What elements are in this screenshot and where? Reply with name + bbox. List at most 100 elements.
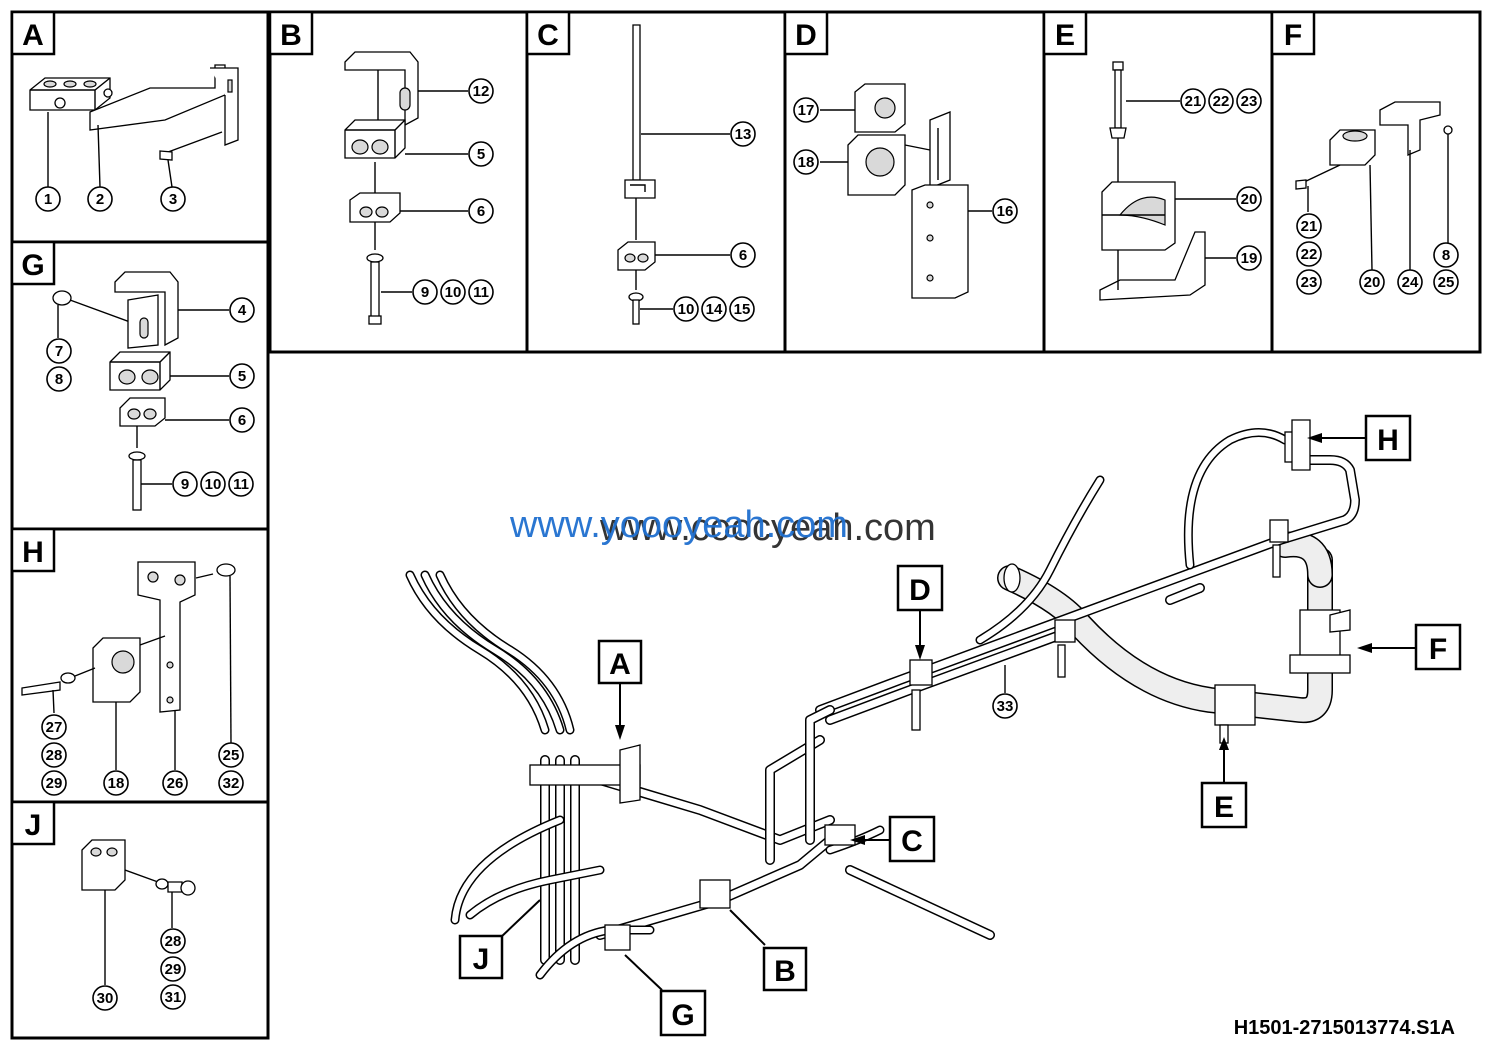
svg-text:H: H [22, 536, 44, 569]
panel-g-drawing [52, 271, 229, 511]
svg-text:A: A [609, 648, 631, 681]
svg-text:9: 9 [181, 476, 189, 493]
svg-text:24: 24 [1402, 274, 1419, 291]
svg-text:17: 17 [798, 102, 815, 119]
svg-text:B: B [774, 955, 796, 988]
panel-d-callouts: 17 18 16 [793, 97, 1018, 224]
panel-g-callouts: 7 8 4 5 6 9 10 11 [46, 297, 255, 497]
svg-text:22: 22 [1213, 93, 1230, 110]
svg-text:6: 6 [477, 203, 485, 220]
svg-text:7: 7 [55, 343, 63, 360]
svg-text:20: 20 [1241, 191, 1258, 208]
svg-text:G: G [671, 999, 694, 1032]
svg-text:29: 29 [46, 775, 63, 792]
callout-33: 33 [992, 665, 1018, 719]
svg-text:D: D [909, 574, 931, 607]
svg-text:25: 25 [1438, 274, 1455, 291]
panel-g-label: G [10, 240, 56, 286]
panel-h-drawing [21, 561, 236, 770]
panel-f-callouts: 21 22 23 20 24 8 25 [1296, 213, 1459, 295]
panel-j-label: J [10, 800, 56, 846]
svg-text:10: 10 [678, 301, 695, 318]
svg-text:6: 6 [739, 247, 747, 264]
tag-d: D [896, 564, 944, 660]
panel-b-drawing [344, 51, 468, 325]
svg-text:3: 3 [169, 191, 177, 208]
svg-text:29: 29 [165, 961, 182, 978]
panel-a-callouts: 1 2 3 [35, 186, 186, 212]
svg-text:26: 26 [167, 775, 184, 792]
panel-f-drawing [1295, 101, 1453, 271]
tag-b: B [729, 909, 808, 992]
svg-text:9: 9 [421, 284, 429, 301]
panel-c-label: C [525, 10, 571, 56]
svg-text:28: 28 [46, 747, 63, 764]
svg-text:5: 5 [238, 368, 246, 385]
svg-text:11: 11 [473, 284, 489, 301]
panel-c-drawing [617, 24, 730, 325]
svg-text:30: 30 [97, 990, 114, 1007]
svg-text:33: 33 [997, 698, 1014, 715]
tag-a: A [597, 639, 643, 740]
panel-a-drawing [29, 64, 239, 188]
svg-text:8: 8 [55, 371, 63, 388]
svg-text:21: 21 [1185, 93, 1202, 110]
svg-text:F: F [1284, 19, 1302, 52]
svg-text:32: 32 [223, 775, 240, 792]
svg-text:J: J [25, 809, 42, 842]
panel-e-label: E [1042, 10, 1088, 56]
drawing-code: H1501-2715013774.S1A [1234, 1017, 1455, 1039]
watermark-primary: www.yoooyeah.com [509, 504, 848, 546]
svg-text:23: 23 [1241, 93, 1258, 110]
svg-text:13: 13 [735, 126, 752, 143]
panel-c-callouts: 13 6 10 14 15 [673, 121, 756, 322]
panel-b-callouts: 12 5 6 9 10 11 [412, 78, 494, 305]
svg-text:20: 20 [1364, 274, 1381, 291]
svg-text:21: 21 [1301, 218, 1318, 235]
svg-text:11: 11 [233, 476, 249, 493]
tag-g: G [624, 954, 707, 1037]
svg-text:F: F [1429, 633, 1447, 666]
svg-text:16: 16 [997, 203, 1014, 220]
svg-text:E: E [1055, 19, 1075, 52]
panel-h-label: H [10, 527, 56, 573]
svg-text:G: G [21, 249, 44, 282]
svg-text:B: B [280, 19, 302, 52]
svg-text:A: A [22, 19, 44, 52]
panel-j-drawing [81, 839, 196, 985]
panel-e-callouts: 21 22 23 20 19 [1180, 88, 1262, 271]
svg-text:18: 18 [798, 154, 815, 171]
svg-text:31: 31 [165, 989, 182, 1006]
panel-d-frame [783, 10, 1046, 354]
svg-text:5: 5 [477, 146, 485, 163]
svg-text:4: 4 [238, 302, 247, 319]
tag-j: J [458, 899, 541, 980]
panel-h-callouts: 27 28 29 18 26 25 32 [41, 714, 244, 796]
svg-text:1: 1 [44, 191, 52, 208]
svg-text:23: 23 [1301, 274, 1318, 291]
svg-text:27: 27 [46, 719, 63, 736]
svg-text:19: 19 [1241, 250, 1258, 267]
tag-h: H [1307, 414, 1412, 462]
watermark-secondary: www.coocyeah.com [599, 507, 936, 549]
svg-text:2: 2 [96, 191, 104, 208]
tag-c: C [850, 815, 936, 863]
svg-text:10: 10 [445, 284, 462, 301]
svg-text:D: D [795, 19, 817, 52]
main-assembly-view [405, 419, 1360, 980]
panel-c-frame [525, 10, 787, 354]
svg-text:14: 14 [706, 301, 723, 318]
panel-f-frame [1270, 10, 1482, 354]
panel-d-drawing [820, 83, 992, 299]
svg-text:C: C [901, 825, 923, 858]
svg-text:12: 12 [473, 83, 490, 100]
panel-e-drawing [1099, 61, 1236, 301]
panel-b-label: B [268, 10, 314, 56]
svg-text:6: 6 [238, 412, 246, 429]
svg-text:E: E [1214, 791, 1234, 824]
svg-text:8: 8 [1442, 247, 1450, 264]
panel-d-label: D [783, 10, 829, 56]
svg-text:10: 10 [205, 476, 222, 493]
svg-text:28: 28 [165, 933, 182, 950]
